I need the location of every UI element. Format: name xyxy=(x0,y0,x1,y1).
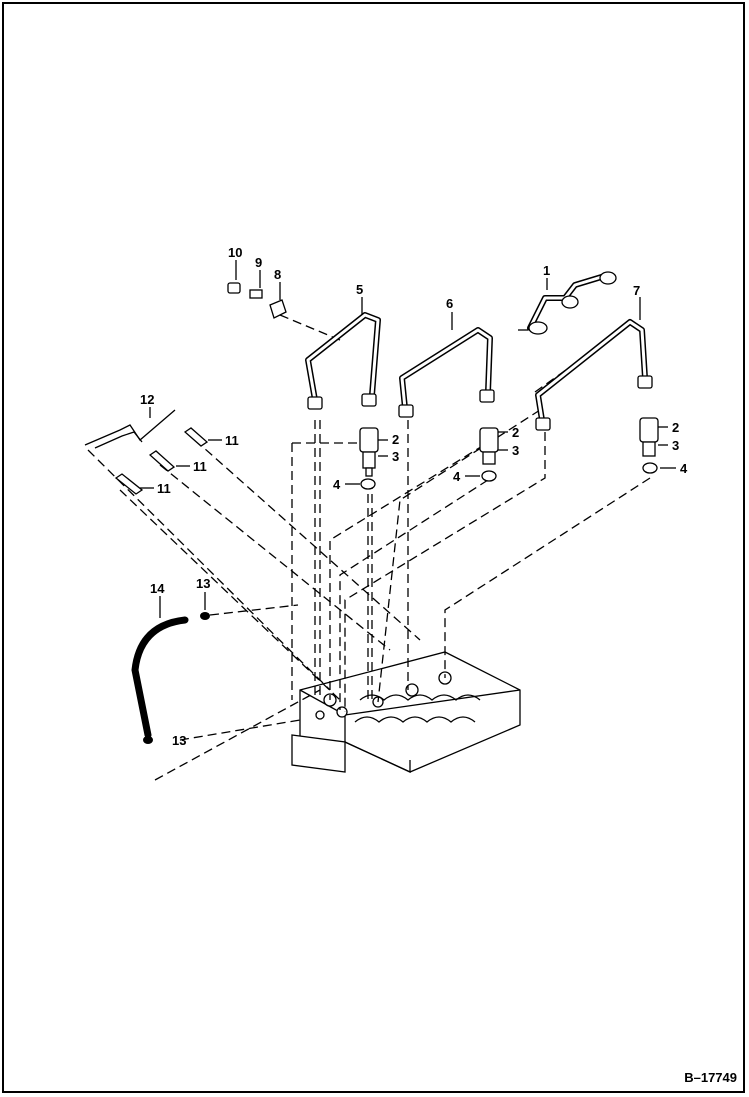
callout-13b: 13 xyxy=(172,733,186,748)
callout-6: 6 xyxy=(446,296,453,311)
callout-11c: 11 xyxy=(157,481,171,496)
callout-3b: 3 xyxy=(512,443,519,458)
injection-pipe-5 xyxy=(305,312,381,410)
injector-1 xyxy=(359,427,379,490)
callout-4b: 4 xyxy=(453,469,461,484)
callout-2c: 2 xyxy=(672,420,679,435)
callout-11b: 11 xyxy=(193,459,207,474)
callout-7: 7 xyxy=(633,283,640,298)
glow-plugs xyxy=(114,427,209,495)
callout-13a: 13 xyxy=(196,576,210,591)
callout-14: 14 xyxy=(150,581,165,596)
callout-8: 8 xyxy=(274,267,281,282)
figure-number: B–17749 xyxy=(684,1070,737,1085)
callout-4c: 4 xyxy=(680,461,688,476)
bracket-bolt-set xyxy=(227,282,287,319)
callout-2b: 2 xyxy=(512,425,519,440)
callout-10: 10 xyxy=(228,245,242,260)
leader-lines xyxy=(140,260,676,618)
callout-9: 9 xyxy=(255,255,262,270)
callout-2a: 2 xyxy=(392,432,399,447)
injector-3 xyxy=(639,417,659,474)
engine-cylinder-head xyxy=(291,651,521,774)
callout-labels: 1 7 5 6 10 9 8 12 11 11 11 2 3 4 2 3 4 2… xyxy=(140,245,688,748)
glow-plug-lead xyxy=(84,409,176,449)
callout-4a: 4 xyxy=(333,477,341,492)
callout-11a: 11 xyxy=(225,433,239,448)
callout-3c: 3 xyxy=(672,438,679,453)
injector-2 xyxy=(479,427,499,482)
alignment-lines xyxy=(87,314,651,781)
injection-pipe-6 xyxy=(398,327,495,418)
callout-12: 12 xyxy=(140,392,154,407)
callout-5: 5 xyxy=(356,282,363,297)
injection-pipe-7 xyxy=(535,319,653,431)
callout-3a: 3 xyxy=(392,449,399,464)
fuel-return-pipe xyxy=(518,271,617,335)
fuel-leakoff-hose xyxy=(131,612,210,744)
callout-1: 1 xyxy=(543,263,550,278)
